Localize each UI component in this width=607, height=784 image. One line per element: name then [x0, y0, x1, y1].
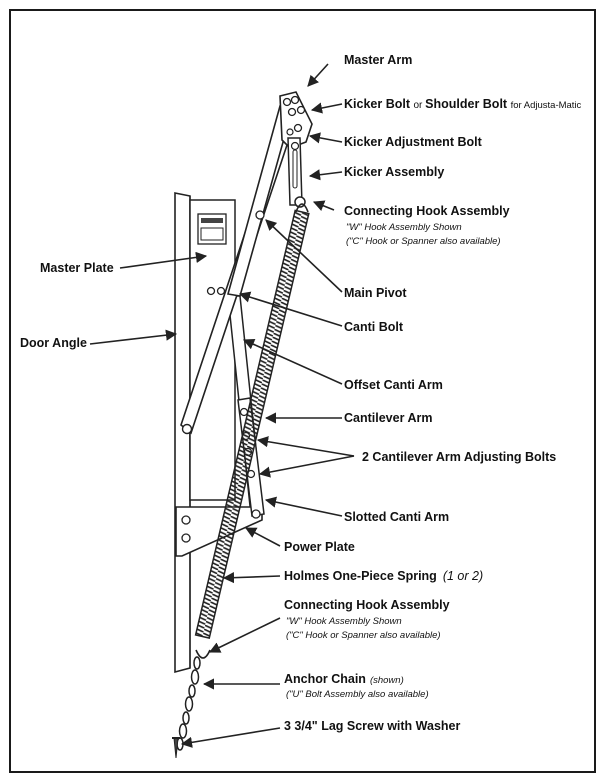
label-connecting-hook-bottom-sub1: "W" Hook Assembly Shown	[286, 616, 402, 627]
label-kicker-bolt: Kicker Bolt or Shoulder Bolt for Adjusta…	[344, 97, 582, 111]
lag-screw	[172, 737, 180, 759]
label-connecting-hook-top-sub1: "W" Hook Assembly Shown	[346, 222, 462, 233]
leader-arrows	[89, 63, 355, 748]
label-kicker-assembly: Kicker Assembly	[344, 165, 444, 179]
label-adjusting-bolts: 2 Cantilever Arm Adjusting Bolts	[362, 450, 556, 464]
label-cantilever-arm: Cantilever Arm	[344, 411, 432, 425]
holmes-spring	[194, 203, 310, 659]
label-door-angle: Door Angle	[20, 336, 87, 350]
label-lag-screw: 3 3/4" Lag Screw with Washer	[284, 719, 460, 733]
label-connecting-hook-bottom-sub2: ("C" Hook or Spanner also available)	[286, 630, 441, 641]
label-master-arm: Master Arm	[344, 53, 412, 67]
label-kicker-adjustment-bolt: Kicker Adjustment Bolt	[344, 135, 483, 149]
label-main-pivot: Main Pivot	[344, 286, 407, 300]
diagram-border	[9, 9, 596, 773]
label-master-plate: Master Plate	[40, 261, 114, 275]
anchor-chain	[176, 656, 201, 751]
labels: Master Arm Kicker Bolt or Shoulder Bolt …	[20, 53, 582, 733]
label-spring: Holmes One-Piece Spring(1 or 2)	[284, 569, 483, 583]
label-connecting-hook-bottom: Connecting Hook Assembly	[284, 598, 450, 612]
label-offset-canti-arm: Offset Canti Arm	[344, 378, 443, 392]
label-anchor-chain: Anchor Chain(shown)	[284, 672, 404, 686]
label-canti-bolt: Canti Bolt	[344, 320, 404, 334]
label-anchor-chain-sub: ("U" Bolt Assembly also available)	[286, 689, 429, 700]
label-slotted-canti-arm: Slotted Canti Arm	[344, 510, 449, 524]
master-arm-head	[279, 91, 313, 149]
label-connecting-hook-top: Connecting Hook Assembly	[344, 204, 510, 218]
label-power-plate: Power Plate	[284, 540, 355, 554]
kicker-assembly	[287, 137, 306, 208]
label-connecting-hook-top-sub2: ("C" Hook or Spanner also available)	[346, 236, 501, 247]
